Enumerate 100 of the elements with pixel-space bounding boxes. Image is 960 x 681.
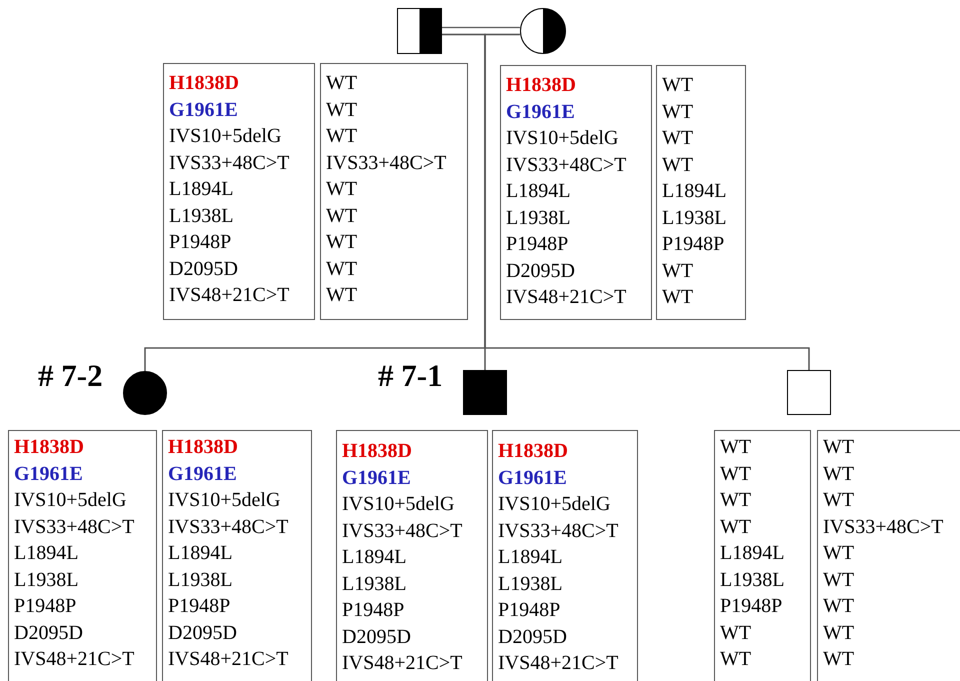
filled-circle-symbol xyxy=(123,371,167,415)
variant-label: L1938L xyxy=(506,206,570,230)
variant-label: H1838D xyxy=(169,71,239,96)
variant-label: IVS33+48C>T xyxy=(14,514,134,540)
variant-label: L1938L xyxy=(169,204,234,228)
variant-label: G1961E xyxy=(498,466,567,490)
variant-label: WT xyxy=(662,73,694,98)
genotype-box xyxy=(8,430,157,681)
variant-label: L1894L xyxy=(662,179,726,204)
individual-id: # 7-2 xyxy=(38,360,103,391)
variant-label: WT xyxy=(326,98,358,122)
variant-label: WT xyxy=(662,126,694,151)
genotype-box xyxy=(500,65,652,320)
variant-label: IVS10+5delG xyxy=(506,126,618,151)
variant-label: G1961E xyxy=(14,462,83,486)
genotype-box xyxy=(492,430,638,681)
variant-label: P1948P xyxy=(169,230,232,255)
variant-label: WT xyxy=(720,514,752,540)
individual-id: # 7-1 xyxy=(378,360,443,391)
variant-label: P1948P xyxy=(720,594,782,619)
variant-label: WT xyxy=(326,204,358,228)
variant-label: D2095D xyxy=(498,624,567,650)
variant-label: WT xyxy=(326,71,358,96)
variant-label: IVS33+48C>T xyxy=(823,514,944,540)
variant-label: WT xyxy=(720,435,752,460)
variant-label: L1894L xyxy=(720,541,784,566)
variant-label: P1948P xyxy=(168,594,230,619)
variant-label: L1894L xyxy=(169,177,234,202)
filled-square-symbol xyxy=(463,370,507,415)
variant-label: L1894L xyxy=(506,179,570,204)
variant-label: WT xyxy=(823,541,854,566)
variant-label: G1961E xyxy=(342,466,411,490)
variant-label: L1938L xyxy=(720,568,784,592)
variant-label: P1948P xyxy=(662,232,724,257)
variant-label: L1894L xyxy=(498,545,562,570)
variant-label: IVS33+48C>T xyxy=(168,514,288,540)
variant-label: WT xyxy=(326,230,358,255)
variant-label: L1894L xyxy=(342,545,406,570)
variant-label: P1948P xyxy=(342,598,404,623)
variant-label: IVS48+21C>T xyxy=(342,651,462,676)
variant-label: WT xyxy=(823,488,854,513)
variant-label: IVS10+5delG xyxy=(168,488,280,513)
empty-square-symbol xyxy=(787,370,831,415)
variant-label: IVS48+21C>T xyxy=(14,647,134,672)
variant-label: IVS33+48C>T xyxy=(342,518,462,544)
variant-label: IVS48+21C>T xyxy=(506,285,626,310)
variant-label: WT xyxy=(720,488,752,513)
genotype-box xyxy=(656,65,746,320)
variant-label: P1948P xyxy=(498,598,560,623)
variant-label: L1938L xyxy=(662,206,726,230)
variant-label: G1961E xyxy=(169,98,238,122)
variant-label: D2095D xyxy=(169,256,238,282)
variant-label: WT xyxy=(823,594,854,619)
variant-label: H1838D xyxy=(342,439,412,464)
variant-label: D2095D xyxy=(14,620,83,646)
variant-label: L1938L xyxy=(342,572,406,596)
genotype-box xyxy=(320,63,468,320)
genotype-box xyxy=(817,430,960,681)
variant-label: WT xyxy=(823,647,854,672)
variant-label: WT xyxy=(662,152,694,178)
variant-label: D2095D xyxy=(506,258,575,284)
variant-label: WT xyxy=(662,258,694,284)
variant-label: WT xyxy=(823,568,854,592)
half-filled-square-symbol xyxy=(397,8,442,54)
variant-label: L1894L xyxy=(168,541,232,566)
variant-label: H1838D xyxy=(506,73,576,98)
variant-label: IVS33+48C>T xyxy=(506,152,626,178)
genotype-box xyxy=(336,430,488,681)
variant-label: IVS10+5delG xyxy=(498,492,610,517)
variant-label: H1838D xyxy=(14,435,84,460)
variant-label: IVS10+5delG xyxy=(342,492,454,517)
variant-label: IVS48+21C>T xyxy=(169,283,290,308)
variant-label: WT xyxy=(326,283,358,308)
variant-label: G1961E xyxy=(506,100,575,124)
variant-label: WT xyxy=(326,124,358,149)
variant-label: IVS33+48C>T xyxy=(169,150,290,176)
variant-label: D2095D xyxy=(342,624,411,650)
variant-label: IVS10+5delG xyxy=(169,124,282,149)
genotype-box xyxy=(163,63,315,320)
variant-label: WT xyxy=(326,256,358,282)
variant-label: WT xyxy=(720,620,752,646)
variant-label: H1838D xyxy=(498,439,568,464)
variant-label: IVS48+21C>T xyxy=(168,647,288,672)
variant-label: IVS10+5delG xyxy=(14,488,126,513)
half-filled-circle-symbol xyxy=(520,8,566,54)
marriage-line xyxy=(442,26,520,28)
variant-label: WT xyxy=(823,620,854,646)
variant-label: G1961E xyxy=(168,462,237,486)
variant-label: WT xyxy=(823,435,854,460)
variant-label: WT xyxy=(720,647,752,672)
genotype-box xyxy=(162,430,312,681)
variant-label: P1948P xyxy=(506,232,568,257)
variant-label: IVS33+48C>T xyxy=(326,150,446,176)
variant-label: WT xyxy=(326,177,358,202)
variant-label: D2095D xyxy=(168,620,237,646)
variant-label: L1938L xyxy=(14,568,78,592)
variant-label: IVS33+48C>T xyxy=(498,518,618,544)
variant-label: P1948P xyxy=(14,594,76,619)
variant-label: WT xyxy=(662,100,694,124)
variant-label: L1938L xyxy=(498,572,562,596)
